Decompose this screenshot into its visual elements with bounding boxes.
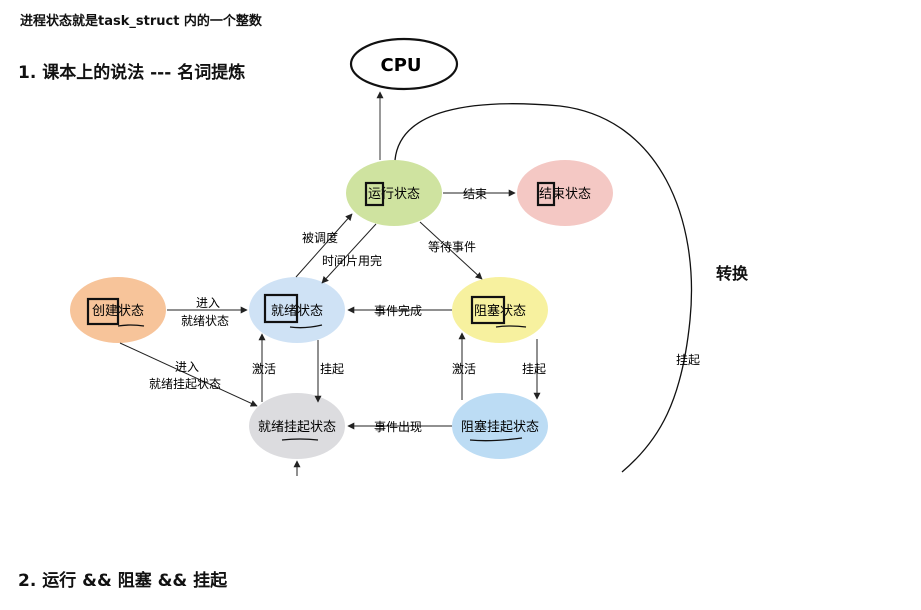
- label-scheduled: 被调度: [302, 230, 338, 245]
- label-enter-ready-suspended-1: 进入: [175, 360, 199, 374]
- highlight-box-ready: [263, 293, 299, 324]
- state-blocked-suspended: [452, 393, 548, 459]
- state-ready-suspended-label: 就绪挂起状态: [258, 420, 336, 435]
- label-suspend-right: 挂起: [522, 362, 546, 376]
- label-enter-ready-2: 就绪状态: [181, 314, 229, 328]
- hand-drawn-suspend-curve: [394, 103, 693, 473]
- side-label-transition: 转换: [716, 264, 749, 283]
- label-activate-left: 激活: [252, 362, 276, 376]
- arrow-running-to-ready: [321, 223, 377, 284]
- heading-1: 1. 课本上的说法 --- 名词提炼: [18, 63, 246, 83]
- highlight-box-running: [364, 181, 385, 207]
- highlight-box-blocked: [470, 295, 506, 325]
- highlight-box-created: [86, 297, 120, 326]
- label-enter-ready-suspended-2: 就绪挂起状态: [149, 377, 221, 391]
- cpu-oval: [349, 37, 459, 91]
- underline-ready-suspended: [281, 438, 319, 441]
- state-terminated-label: 结束状态: [539, 187, 591, 202]
- arrow-created-to-ready-suspended: [119, 342, 258, 407]
- state-running-label: 运行状态: [368, 187, 420, 202]
- label-wait-event: 等待事件: [428, 240, 476, 254]
- arrow-ready-to-running: [295, 213, 353, 278]
- label-suspend-long: 挂起: [676, 353, 700, 367]
- label-timeslice: 时间片用完: [322, 253, 382, 268]
- state-ready-suspended: [249, 393, 345, 459]
- arrow-running-to-blocked: [419, 221, 483, 280]
- underline-ready: [289, 324, 323, 329]
- label-suspend-left: 挂起: [320, 362, 344, 376]
- state-running: [346, 160, 442, 226]
- underline-blocked-suspended: [469, 437, 523, 442]
- label-event-occurs: 事件出现: [374, 420, 422, 434]
- highlight-box-terminated: [536, 181, 556, 207]
- underline-blocked: [495, 325, 527, 328]
- label-event-done: 事件完成: [374, 303, 422, 318]
- label-enter-ready-1: 进入: [196, 296, 220, 310]
- state-blocked-label: 阻塞状态: [474, 303, 526, 319]
- state-terminated: [517, 160, 613, 226]
- label-activate-right: 激活: [452, 362, 476, 376]
- cpu-label: CPU: [380, 55, 421, 76]
- underline-created: [117, 324, 145, 327]
- state-blocked-suspended-label: 阻塞挂起状态: [461, 419, 539, 435]
- label-end: 结束: [463, 187, 487, 201]
- heading-2: 2. 运行 && 阻塞 && 挂起: [18, 571, 228, 591]
- top-note: 进程状态就是task_struct 内的一个整数: [20, 14, 262, 29]
